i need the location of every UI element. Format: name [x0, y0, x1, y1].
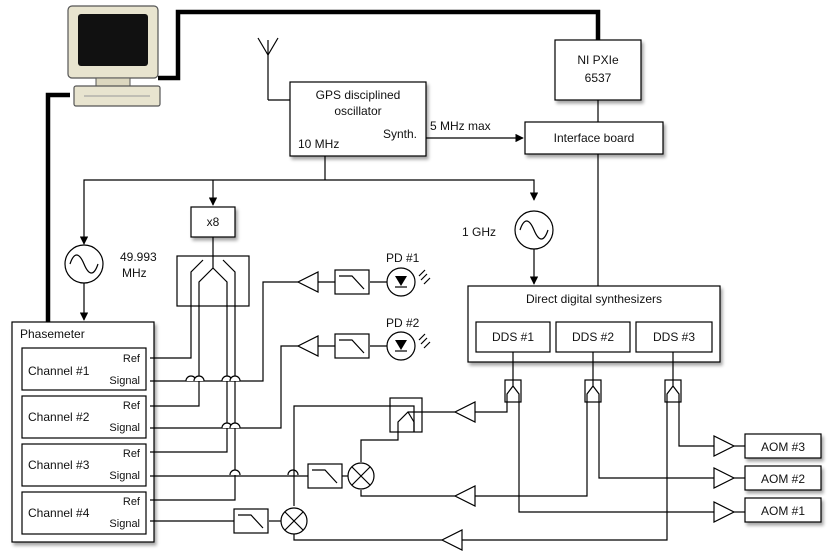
ref-wire-3	[150, 306, 228, 453]
ref-wire-2	[150, 306, 200, 407]
ni-pxie-label-2: 6537	[585, 71, 612, 85]
dds1-to-combiner	[475, 402, 508, 413]
pd2-filter-icon	[334, 333, 370, 359]
gps-10mhz-label: 10 MHz	[298, 137, 339, 151]
x8-label: x8	[207, 215, 220, 229]
channel-1-signal: Signal	[109, 375, 140, 387]
dds3-label: DDS #3	[653, 330, 695, 344]
osc-49-label-2: MHz	[122, 266, 147, 280]
computer-bus-top	[158, 9, 601, 81]
pd1-amp-icon	[296, 271, 319, 293]
pd1-filter-icon	[334, 269, 370, 295]
aom1-box	[744, 497, 822, 523]
channel-4: Channel #4 Ref Signal	[21, 491, 147, 535]
aom3-amp-icon	[713, 435, 736, 457]
dds3-amp-icon	[440, 529, 463, 551]
channel-1: Channel #1 Ref Signal	[21, 347, 147, 391]
pd1-chain: PD #1	[150, 251, 431, 382]
channel-3: Channel #3 Ref Signal	[21, 443, 147, 487]
wire-hops	[185, 375, 299, 476]
ref-wire-1	[150, 306, 192, 359]
aom3-label: AOM #3	[761, 440, 805, 454]
channel-2-name: Channel #2	[28, 410, 90, 424]
gps-label-2: oscillator	[334, 104, 381, 118]
five-mhz-label: 5 MHz max	[430, 119, 491, 133]
pd2-amp-icon	[296, 335, 319, 357]
filter3-icon	[307, 463, 343, 489]
channel-2-ref: Ref	[123, 400, 141, 412]
dds3-box	[635, 321, 713, 353]
antenna-icon	[257, 37, 290, 101]
gps-oscillator-box	[289, 81, 427, 157]
channel-3-signal: Signal	[109, 470, 140, 482]
osc-1ghz-label: 1 GHz	[462, 225, 496, 239]
ref-wire-4	[150, 306, 236, 501]
channel-4-ref: Ref	[123, 496, 141, 508]
phasemeter-label: Phasemeter	[20, 327, 85, 341]
channel-1-ref: Ref	[123, 353, 141, 365]
interface-board-label: Interface board	[554, 131, 635, 145]
dds1-amp-icon	[453, 401, 476, 423]
combiner-splitter	[389, 397, 423, 433]
computer-bus-left	[45, 92, 70, 322]
filter4-icon	[233, 508, 269, 534]
gps-label-1: GPS disciplined	[316, 88, 401, 102]
channel-3-name: Channel #3	[28, 458, 90, 472]
aom1-label: AOM #1	[761, 504, 805, 518]
channel-4-signal: Signal	[109, 518, 140, 530]
pd2-label: PD #2	[386, 316, 420, 330]
pd2-chain: PD #2	[150, 316, 431, 429]
channel-3-ref: Ref	[123, 448, 141, 460]
ten-mhz-bus	[83, 179, 539, 202]
dds2-amp-icon	[453, 485, 476, 507]
channel-1-name: Channel #1	[28, 364, 90, 378]
computer-icon	[67, 5, 161, 107]
dds3-to-mixer4	[462, 402, 668, 541]
channel-4-name: Channel #4	[28, 506, 90, 520]
channel-2: Channel #2 Ref Signal	[21, 395, 147, 439]
pd1-label: PD #1	[386, 251, 420, 265]
interface-board-box	[524, 121, 664, 155]
aom2-box	[744, 465, 822, 491]
dds1-to-aom1	[518, 402, 714, 513]
mixer3-chain	[150, 462, 375, 490]
mixer4-chain	[150, 507, 308, 535]
dds3-to-aom3	[678, 402, 714, 447]
osc-49-label-1: 49.993	[120, 250, 157, 264]
aom2-amp-icon	[713, 467, 736, 489]
dds2-label: DDS #2	[572, 330, 614, 344]
aom2-label: AOM #2	[761, 472, 805, 486]
channel-2-signal: Signal	[109, 422, 140, 434]
dds2-to-aom2	[598, 402, 714, 479]
aom1-amp-icon	[713, 501, 736, 523]
ni-pxie-box	[554, 39, 642, 101]
gps-synth-label: Synth.	[383, 127, 417, 141]
dds-title: Direct digital synthesizers	[526, 292, 662, 306]
ni-pxie-label-1: NI PXIe	[577, 53, 619, 67]
dds1-label: DDS #1	[492, 330, 534, 344]
dds2-to-mixer3	[475, 402, 588, 497]
